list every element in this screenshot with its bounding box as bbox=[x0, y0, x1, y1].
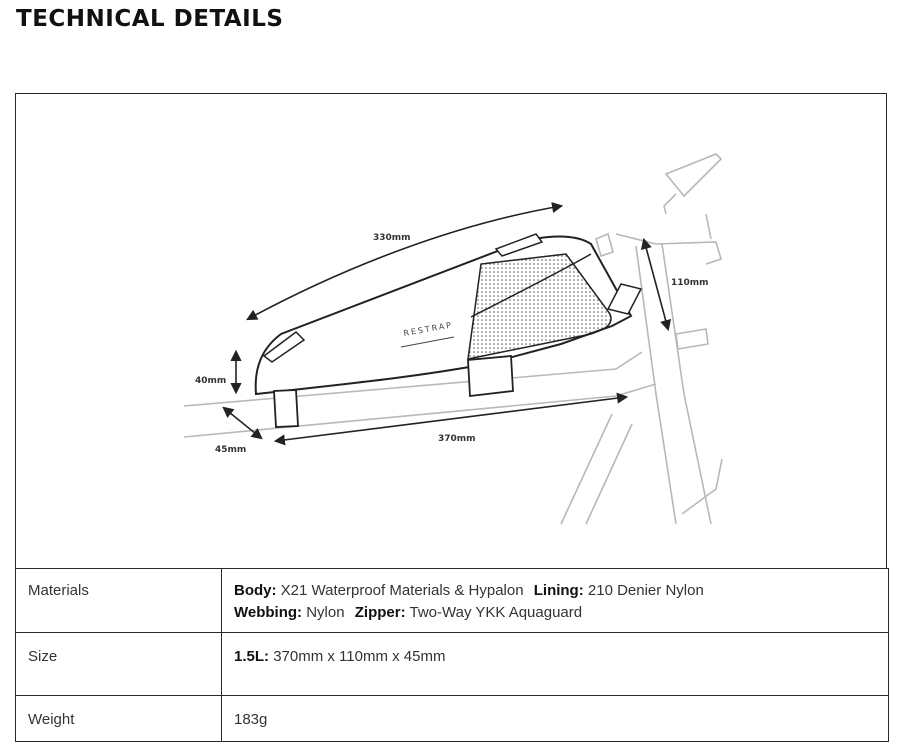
technical-diagram: RESTRAP 330mm 110mm 40mm 45mm 370mm bbox=[15, 93, 887, 568]
page-title: TECHNICAL DETAILS bbox=[16, 6, 284, 32]
width-label: 45mm bbox=[215, 445, 246, 455]
height-label: 110mm bbox=[671, 278, 709, 288]
bag-body: RESTRAP bbox=[254, 233, 643, 428]
table-row: Weight 183g bbox=[15, 695, 889, 742]
depth-label: 40mm bbox=[195, 376, 226, 386]
size-value: 1.5L: 370mm x 110mm x 45mm bbox=[221, 632, 889, 696]
weight-label: Weight bbox=[15, 695, 222, 742]
specs-table: Materials Body: X21 Waterproof Materials… bbox=[15, 568, 889, 742]
weight-value: 183g bbox=[221, 695, 889, 742]
table-row: Size 1.5L: 370mm x 110mm x 45mm bbox=[15, 632, 889, 696]
length-bottom-label: 370mm bbox=[438, 434, 476, 444]
length-top-label: 330mm bbox=[373, 233, 411, 243]
materials-value: Body: X21 Waterproof Materials & Hypalon… bbox=[221, 568, 889, 633]
materials-label: Materials bbox=[15, 568, 222, 633]
size-label: Size bbox=[15, 632, 222, 696]
table-row: Materials Body: X21 Waterproof Materials… bbox=[15, 568, 889, 633]
dimension-arrows bbox=[222, 201, 672, 446]
bag-drawing: RESTRAP 330mm 110mm 40mm 45mm 370mm bbox=[183, 153, 723, 525]
